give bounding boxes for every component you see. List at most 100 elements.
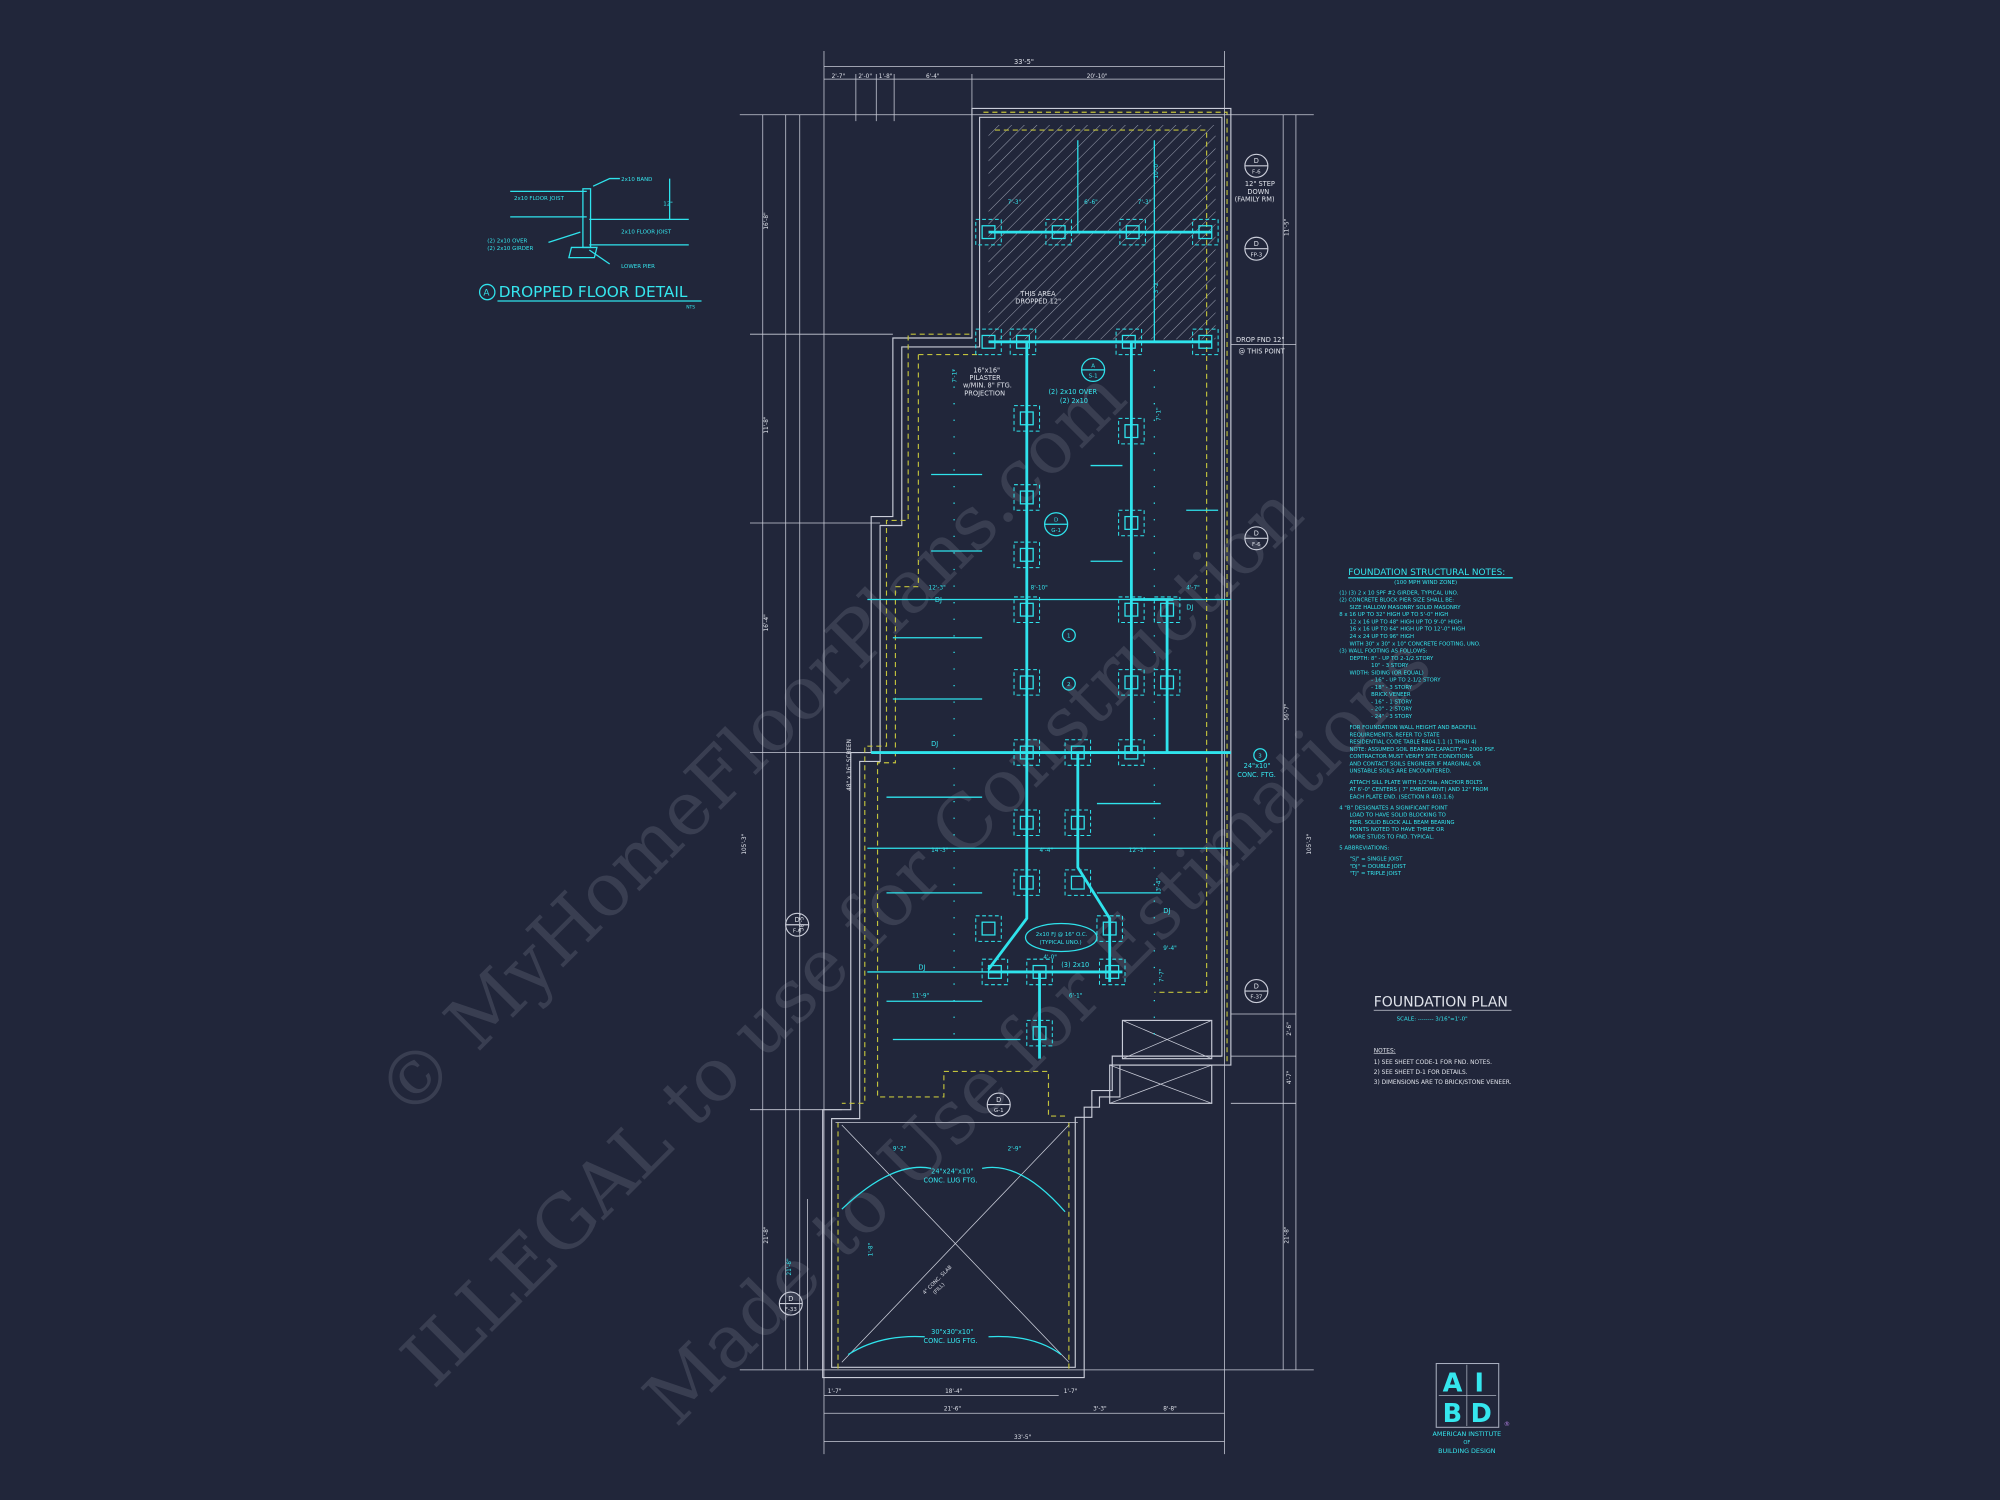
- pier-footing: [975, 218, 1002, 246]
- detail-callout[interactable]: D G-1: [1044, 512, 1069, 537]
- callout-sheet: F-6: [793, 928, 802, 934]
- structural-notes-title: FOUNDATION STRUCTURAL NOTES:: [1348, 568, 1505, 578]
- pier: [1124, 602, 1139, 617]
- structural-note-line: ATTACH SILL PLATE WITH 1/2"dia. ANCHOR B…: [1349, 780, 1483, 786]
- pier-footing: [975, 915, 1002, 942]
- dimension-label: 1'-7": [828, 1389, 842, 1395]
- pier: [1051, 225, 1066, 240]
- dj-label: DJ: [935, 596, 942, 604]
- dimension-label: 1'-8": [879, 74, 893, 80]
- pier: [1198, 334, 1213, 349]
- dimension-label: 18'-4": [945, 1389, 963, 1395]
- callout-detail: D: [1254, 157, 1259, 165]
- interior-dimension-label: 9'-2": [893, 1147, 907, 1153]
- pier: [1019, 815, 1034, 830]
- note-tag: 2: [1067, 682, 1070, 688]
- step-down-label: DOWN: [1247, 188, 1269, 196]
- pier-footing: [975, 328, 1002, 356]
- structural-note-line: REQUIREMENTS, REFER TO STATE: [1349, 732, 1440, 738]
- pier: [1102, 921, 1117, 936]
- interior-dimension-label: 4'-4": [1040, 848, 1054, 854]
- interior-dimension-label: 10'-0": [1154, 161, 1160, 179]
- interior-dimension-label: 6'-6": [1084, 200, 1098, 206]
- callout-detail: A: [1091, 363, 1095, 369]
- pier: [1124, 745, 1139, 760]
- pier-footing: [1064, 739, 1092, 766]
- logo-letter: I: [1474, 1369, 1484, 1399]
- interior-dimension-label: 12'-3": [929, 585, 947, 591]
- joist-note-cloud: [1024, 922, 1098, 953]
- structural-note-line: 5 ABBREVIATIONS:: [1339, 846, 1389, 852]
- structural-note-line: (3) WALL FOOTING AS FOLLOWS:: [1339, 649, 1427, 655]
- interior-dimension-label: 14'-3": [931, 848, 949, 854]
- structural-note-line: - 20" - 2 STORY: [1371, 707, 1413, 713]
- callout-sheet: F-6: [1252, 542, 1261, 548]
- dimension-label: 38'-5": [800, 914, 806, 932]
- detail-callout[interactable]: DG-1: [986, 1092, 1011, 1117]
- interior-dimension-label: 4'-0": [1043, 955, 1057, 961]
- interior-dimension-label: 6'-1": [1069, 993, 1083, 999]
- plan-title-block: FOUNDATION PLAN SCALE: -------- 3/16"=1'…: [1374, 994, 1512, 1086]
- dimension-label: 2'-7": [832, 74, 846, 80]
- structural-note-line: - 24" - 3 STORY: [1371, 714, 1413, 720]
- callout-sheet: G-1: [1051, 528, 1061, 534]
- callout-sheet: F-33: [785, 1307, 798, 1313]
- callout-detail: D: [795, 916, 800, 924]
- plan-scale: SCALE: -------- 3/16"=1'-0": [1397, 1016, 1468, 1022]
- structural-note-line: 8 x 16 UP TO 32" HIGH UP TO 5'-0" HIGH: [1339, 612, 1448, 618]
- dimension-label: 105'-3": [1307, 833, 1313, 854]
- logo-name: OF: [1463, 1440, 1470, 1446]
- aibd-logo: A I B D ® AMERICAN INSTITUTE OF BUILDING…: [1433, 1363, 1510, 1455]
- pier: [1019, 602, 1034, 617]
- structural-note-line: LOAD TO HAVE SOLID BLOCKING TO: [1349, 813, 1445, 819]
- detail-callout[interactable]: AS-1: [1080, 357, 1106, 383]
- dropped-floor-detail: 2x10 BAND 2x10 FLOOR JOIST 12" 2x10 FLOO…: [478, 177, 702, 311]
- detail-title: DROPPED FLOOR DETAIL: [499, 283, 688, 301]
- interior-dimension-label: 1'-8": [868, 1242, 874, 1256]
- structural-notes: FOUNDATION STRUCTURAL NOTES: (100 MPH WI…: [1339, 568, 1513, 877]
- pier-footing: [1119, 218, 1146, 246]
- dimension-label: 6'-4": [926, 74, 940, 80]
- dj-label: DJ: [918, 963, 925, 971]
- detail-callout[interactable]: DF-6: [1244, 526, 1269, 551]
- callout-detail: D: [1054, 518, 1058, 524]
- structural-note-line: "DJ" = DOUBLE JOIST: [1349, 864, 1406, 870]
- pier-footing: [1045, 218, 1072, 246]
- detail-callout[interactable]: DF-33: [778, 1291, 803, 1316]
- interior-dimension-label: 7'-3": [1008, 200, 1022, 206]
- logo-letter: B: [1443, 1399, 1462, 1429]
- detail-callout[interactable]: DF-6: [1244, 153, 1269, 178]
- logo-letter: A: [1443, 1369, 1463, 1399]
- detail-callout[interactable]: DF-37: [1244, 979, 1269, 1004]
- structural-note-line: 10" - 3 STORY: [1371, 663, 1409, 669]
- detail-callout[interactable]: D F-6: [785, 912, 810, 937]
- detail-label: 2x10 FLOOR JOIST: [621, 229, 672, 235]
- plan-title: FOUNDATION PLAN: [1374, 994, 1508, 1010]
- structural-note-line: "TJ" = TRIPLE JOIST: [1349, 871, 1401, 877]
- pier: [1160, 602, 1175, 617]
- pier-footing: [1118, 669, 1145, 696]
- structural-note-line: POINTS NOTED TO HAVE THREE OR: [1349, 827, 1444, 833]
- structural-note-line: "SJ" = SINGLE JOIST: [1349, 857, 1403, 863]
- pier: [1124, 675, 1139, 690]
- girder-label: (2) 2x10: [1060, 397, 1088, 405]
- dimension-label: 4'-7": [1287, 1070, 1293, 1084]
- pier: [1105, 964, 1120, 979]
- structural-notes-subtitle: (100 MPH WIND ZONE): [1394, 580, 1457, 586]
- interior-dimension-label: 9'-4": [1163, 946, 1177, 952]
- pier: [1019, 745, 1034, 760]
- pier-footing: [1192, 218, 1219, 246]
- pier: [1070, 875, 1085, 890]
- pier: [1015, 334, 1030, 349]
- dimension-label: 3'-3": [1093, 1407, 1107, 1413]
- structural-note-line: NOTE: ASSUMED SOIL BEARING CAPACITY = 20…: [1349, 747, 1495, 753]
- lug-footing-label: 24"x24"x10": [931, 1167, 973, 1175]
- detail-callout[interactable]: DFP-3: [1244, 236, 1269, 261]
- callout-detail: D: [1254, 983, 1259, 991]
- dimension-label: 11'-5": [1284, 218, 1290, 236]
- pier-footing: [1118, 417, 1145, 445]
- structural-note-line: UNSTABLE SOILS ARE ENCOUNTERED.: [1349, 769, 1451, 775]
- dropped-area-label: THIS AREA: [1019, 290, 1056, 298]
